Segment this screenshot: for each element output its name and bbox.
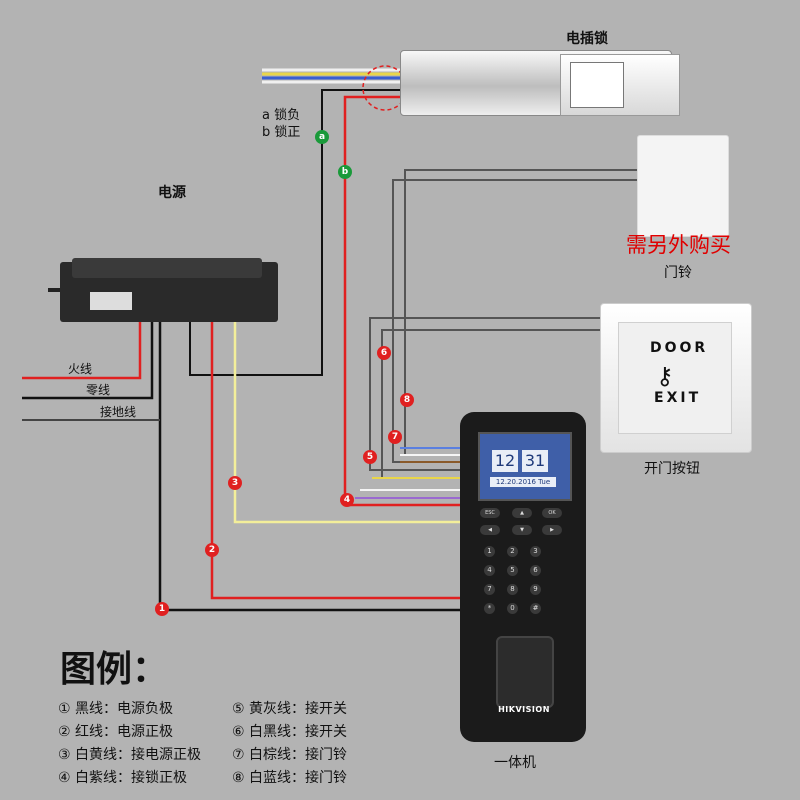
key-8: 8 [507,584,518,595]
key-7: 7 [484,584,495,595]
exit-exit-text: EXIT [654,390,702,406]
key-1: 1 [484,546,495,557]
legend-item-2: ② 红线：电源正极 [58,724,174,740]
key-down: ▼ [512,525,532,535]
exit-button-face [618,322,732,434]
lock-title: 电插锁 [566,31,608,47]
wire-a-black [189,89,400,376]
marker-b: b [338,165,352,179]
key-ok: OK [542,508,562,518]
marker-6: 6 [377,346,391,360]
terminal-title: 一体机 [494,755,536,771]
key-left: ◀ [480,525,500,535]
marker-7: 7 [388,430,402,444]
marker-1: 1 [155,602,169,616]
key-esc: ESC [480,508,500,518]
key-4: 4 [484,565,495,576]
wire-b-red [343,95,460,507]
key-up: ▲ [512,508,532,518]
lock-spec-label [570,62,624,108]
key-icon: ⚷ [656,362,674,390]
key-star: * [484,603,495,614]
key-5: 5 [507,565,518,576]
key-6: 6 [530,565,541,576]
power-supply-lid [72,258,262,278]
key-3: 3 [530,546,541,557]
legend-item-8: ⑧ 白蓝线：接门铃 [232,770,348,786]
bell-title: 门铃 [664,265,692,281]
key-9: 9 [530,584,541,595]
fingerprint-sensor [496,636,554,708]
legend-item-1: ① 黑线：电源负极 [58,701,174,717]
mains-ground-label: 接地线 [100,405,137,419]
marker-a: a [315,130,329,144]
screen-hour: 12 [492,450,518,472]
exit-door-text: DOOR [650,340,709,356]
key-right: ▶ [542,525,562,535]
key-0: 0 [507,603,518,614]
mains-live-label: 火线 [68,362,93,376]
wire-1-black [158,322,460,612]
key-2: 2 [507,546,518,557]
key-hash: # [530,603,541,614]
legend-item-3: ③ 白黄线：接电源正极 [58,747,202,763]
mains-neutral [22,322,154,400]
psu-title: 电源 [158,185,186,201]
marker-5: 5 [363,450,377,464]
lock-label-a: a 锁负 [262,108,301,123]
marker-2: 2 [205,543,219,557]
wire-2-red [210,322,460,600]
lock-label-b: b 锁正 [262,125,301,140]
exit-wire-1 [369,317,600,471]
mains-neutral-label: 零线 [86,383,111,397]
screen-minute: 31 [522,450,548,472]
legend-title: 图例： [60,649,169,690]
marker-4: 4 [340,493,354,507]
legend-item-7: ⑦ 白棕线：接门铃 [232,747,348,763]
exit-title: 开门按钮 [644,461,700,477]
legend-item-6: ⑥ 白黑线：接开关 [232,724,348,740]
mains-live [22,322,142,380]
power-supply-label [90,292,132,310]
doorbell [637,135,729,237]
screen-date: 12.20.2016 Tue [490,477,556,487]
marker-8: 8 [400,393,414,407]
legend-item-5: ⑤ 黄灰线：接开关 [232,701,348,717]
brand-logo: HIKVISION [498,705,550,714]
marker-3: 3 [228,476,242,490]
legend-item-4: ④ 白紫线：接锁正极 [58,770,188,786]
bell-purchase-note: 需另外购买 [626,233,731,257]
wire-3-white-yellow [233,322,460,524]
